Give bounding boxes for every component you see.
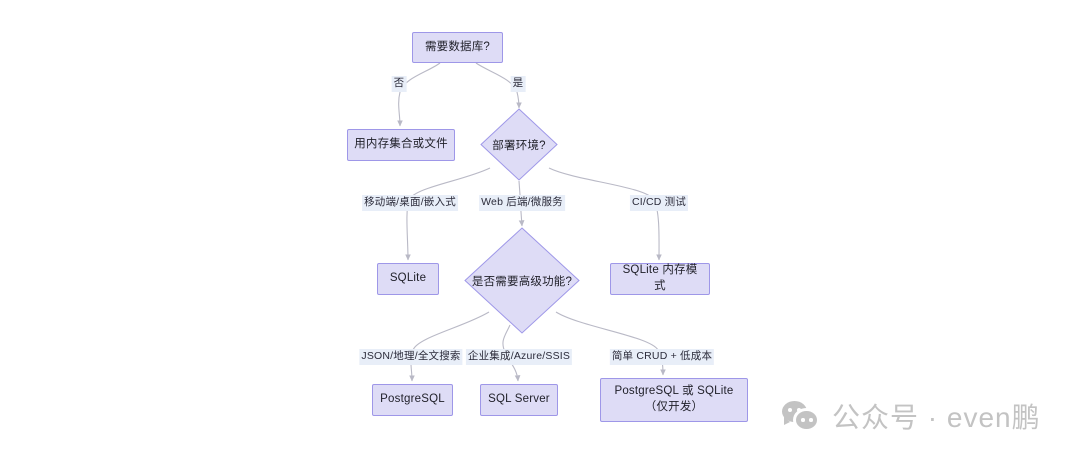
node-need-database[interactable]: 需要数据库? [412,32,503,63]
node-need-database-label: 需要数据库? [424,40,491,53]
node-deploy-environment-label: 部署环境? [492,139,546,152]
node-in-memory-collection-label: 用内存集合或文件 [354,138,448,151]
node-sqlite[interactable]: SQLite [377,263,439,295]
node-advanced-features-label: 是否需要高级功能? [471,275,573,288]
node-sqlite-memory-mode-label: SQLite 内存模式 [622,264,698,292]
diamond-shape [464,227,580,334]
node-sqlite-label: SQLite [389,272,427,285]
edge-need-db-to-in-memory [397,62,441,127]
edge-label-simple-crud-low-cost: 简单 CRUD + 低成本 [609,349,715,365]
edge-label-enterprise-azure-ssis: 企业集成/Azure/SSIS [465,349,573,365]
node-sqlite-memory-mode[interactable]: SQLite 内存模式 [610,263,710,295]
node-advanced-features[interactable]: 是否需要高级功能? [464,227,580,334]
node-sql-server-label: SQL Server [488,393,550,406]
watermark-text: 公众号 · even鹏 [832,402,1041,433]
node-postgres-or-sqlite-dev-label: PostgreSQL 或 SQLite（仅开发） [614,385,734,413]
node-postgresql[interactable]: PostgreSQL [372,384,453,416]
node-postgres-or-sqlite-dev[interactable]: PostgreSQL 或 SQLite（仅开发） [600,378,748,422]
edge-label-web-backend-microservice: Web 后端/微服务 [479,195,565,211]
watermark: 公众号 · even鹏 [782,396,1041,436]
diamond-shape [480,108,558,181]
edge-label-mobile-desktop-embedded: 移动端/桌面/嵌入式 [362,195,458,211]
wechat-logo-icon [782,399,822,433]
node-deploy-environment[interactable]: 部署环境? [480,108,558,181]
edge-label-yes: 是 [510,76,526,92]
edge-label-ci-cd-test: CI/CD 测试 [629,195,689,211]
edge-label-no: 否 [391,76,407,92]
node-sql-server[interactable]: SQL Server [480,384,558,416]
node-postgresql-label: PostgreSQL [380,393,445,406]
edge-label-json-geo-fulltext: JSON/地理/全文搜索 [359,349,463,365]
node-in-memory-collection[interactable]: 用内存集合或文件 [347,129,455,161]
